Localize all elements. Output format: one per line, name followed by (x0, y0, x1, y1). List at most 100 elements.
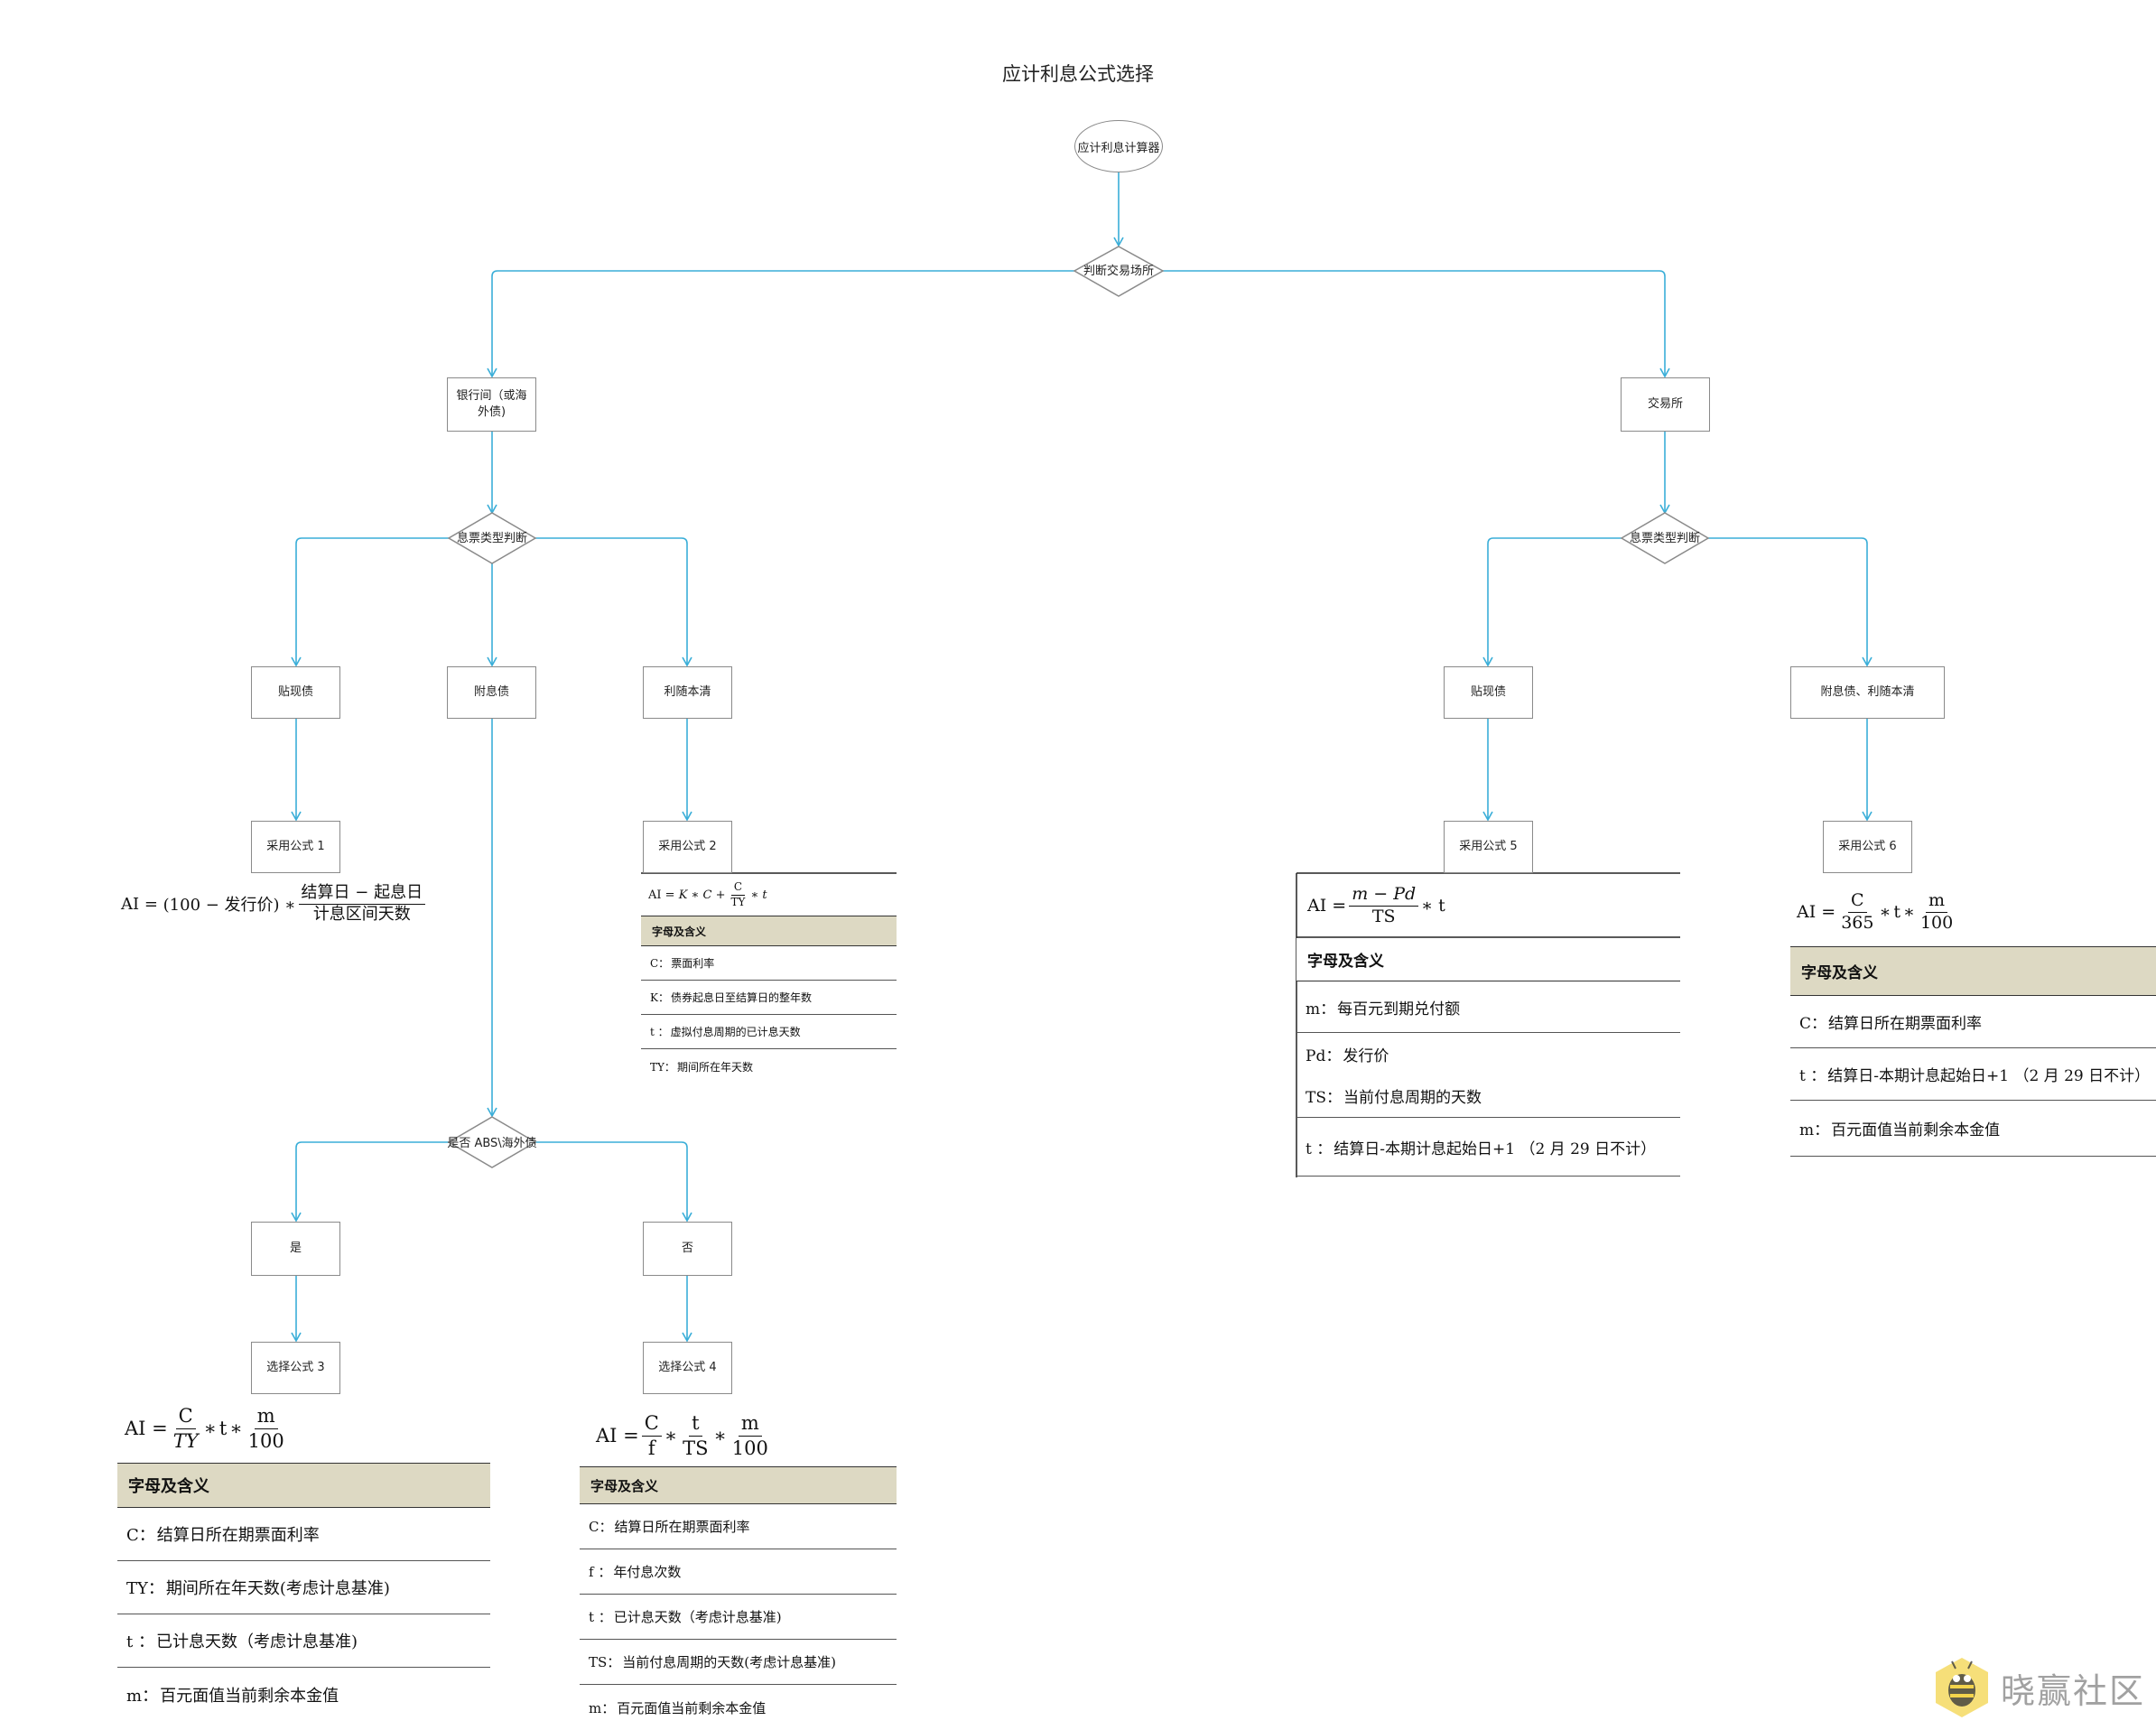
f2-key: TY： (650, 1060, 675, 1074)
f4-text: 结算日所在期票面利率 (614, 1519, 750, 1535)
f6-d1: 365 (1841, 912, 1874, 933)
f2-key: t ： (650, 1026, 669, 1038)
f5-text: 当前付息周期的天数 (1343, 1089, 1482, 1107)
f3-key: m： (126, 1686, 159, 1706)
f4-key: C： (589, 1519, 613, 1535)
f4-text: 已计息天数（考虑计息基准) (613, 1609, 782, 1625)
f6-text: 百元面值当前剩余本金值 (1831, 1121, 2001, 1139)
f3-text: 百元面值当前剩余本金值 (160, 1686, 339, 1706)
connector-type-to-principal (535, 537, 692, 667)
no-node: 否 (643, 1222, 732, 1276)
f2-legend-header: 字母及含义 (641, 916, 897, 946)
formula-1-expression: AI = (100 − 发行价) ∗ 结算日 − 起息日计息区间天数 (121, 876, 428, 932)
f2-k: K (678, 888, 688, 902)
f2-t: t (762, 888, 767, 902)
f2-legend-row: t ：虚拟付息周期的已计息天数 (641, 1015, 897, 1049)
f2-denominator: TY (730, 895, 746, 908)
f6-text: 结算日-本期计息起始日+1 （2 月 29 日不计） (1827, 1067, 2151, 1085)
f5-legend-row: Pd：发行价 (1296, 1033, 1680, 1074)
f6-n2: m (1926, 890, 1948, 913)
f2-numerator: C (730, 880, 746, 896)
f6-legend-row: t ：结算日-本期计息起始日+1 （2 月 29 日不计） (1790, 1048, 2156, 1101)
f4-legend-row: t ：已计息天数（考虑计息基准) (580, 1595, 897, 1640)
f5-denominator: TS (1371, 906, 1396, 926)
interbank-node: 银行间（或海外债) (447, 377, 536, 432)
f6-text: 结算日所在期票面利率 (1828, 1015, 1983, 1033)
f4-text: 当前付息周期的天数(考虑计息基准) (622, 1654, 836, 1670)
f5-legend-row: t ：结算日-本期计息起始日+1 （2 月 29 日不计） (1296, 1118, 1680, 1177)
f6-legend-header: 字母及含义 (1790, 946, 2156, 996)
f4-key: f ： (589, 1564, 612, 1580)
f4-n1: C (641, 1412, 662, 1437)
f6-key: C： (1799, 1015, 1827, 1033)
discount-bond-right-node: 贴现债 (1444, 666, 1533, 719)
f4-text: 百元面值当前剩余本金值 (617, 1699, 767, 1716)
f5-legend-row: m：每百元到期兑付额 (1296, 981, 1680, 1033)
discount-bond-left-node: 贴现债 (251, 666, 340, 719)
f4-key: m： (589, 1699, 616, 1716)
f3-key: t ： (126, 1632, 154, 1651)
diagram-title: 应计利息公式选择 (1002, 63, 1154, 85)
f3-n1: C (175, 1405, 196, 1429)
formula-5-legend: 字母及含义 m：每百元到期兑付额 Pd：发行价 TS：当前付息周期的天数 t ：… (1296, 938, 1680, 1177)
f3-n2: m (254, 1405, 278, 1429)
f3-legend-row: t ：已计息天数（考虑计息基准) (117, 1614, 490, 1668)
principal-bond-left-node: 利随本清 (643, 666, 732, 719)
formula-6-node: 采用公式 6 (1823, 821, 1912, 873)
f4-d3: 100 (731, 1437, 768, 1459)
f2-text: 虚拟付息周期的已计息天数 (670, 1026, 801, 1038)
f1-numerator: 结算日 − 起息日 (298, 883, 426, 905)
f3-legend-header: 字母及含义 (117, 1463, 490, 1508)
f4-d1: f (647, 1437, 655, 1459)
bond-type-left-label: 息票类型判断 (456, 531, 527, 545)
f4-key: TS： (589, 1654, 621, 1670)
formula-5-node: 采用公式 5 (1444, 821, 1533, 873)
connector-abs-to-no (535, 1141, 692, 1223)
f1-denominator: 计息区间天数 (312, 904, 411, 924)
abs-decision-diamond (447, 1116, 537, 1168)
f2-legend-row: C：票面利率 (641, 946, 897, 981)
f5-lhs: AI = (1307, 896, 1347, 916)
bond-type-left-diamond (447, 512, 537, 564)
f4-legend-row: m：百元面值当前剩余本金值 (580, 1685, 897, 1730)
f5-text: 每百元到期兑付额 (1337, 1000, 1461, 1018)
f5-legend-row: TS：当前付息周期的天数 (1296, 1074, 1680, 1118)
connector-type-to-discount (291, 537, 449, 667)
connector-type-to-coupon-right (1708, 537, 1873, 667)
f5-key: m： (1306, 1000, 1336, 1018)
exchange-decision-label: 判断交易场所 (1083, 264, 1154, 278)
f2-key: K： (650, 991, 669, 1004)
connector-to-exchange (1163, 270, 1670, 378)
connector-to-interbank (487, 270, 1074, 378)
f4-legend-row: C：结算日所在期票面利率 (580, 1504, 897, 1549)
f6-lhs: AI = (1797, 902, 1836, 922)
f6-key: m： (1799, 1121, 1830, 1139)
f3-d2: 100 (247, 1429, 284, 1452)
bond-type-right-diamond (1620, 512, 1710, 564)
f4-d2: TS (683, 1437, 709, 1459)
f4-n2: t (689, 1412, 702, 1437)
f4-text: 年付息次数 (613, 1564, 682, 1580)
f5-key: Pd： (1306, 1046, 1342, 1065)
f3-text: 期间所在年天数(考虑计息基准) (165, 1579, 390, 1598)
f3-t: t (218, 1418, 228, 1439)
f2-text: 债券起息日至结算日的整年数 (670, 991, 812, 1004)
f6-n1: C (1848, 890, 1867, 913)
f6-legend-row: m：百元面值当前剩余本金值 (1790, 1101, 2156, 1157)
f4-key: t ： (589, 1609, 612, 1625)
connector-type-to-discount-right (1482, 537, 1622, 667)
f2-key: C： (650, 957, 670, 970)
f5-key: t ： (1306, 1139, 1333, 1158)
f5-text: 结算日-本期计息起始日+1 （2 月 29 日不计） (1334, 1139, 1657, 1158)
watermark-text: 晓赢社区 (2001, 1670, 2146, 1711)
f6-legend-row: C：结算日所在期票面利率 (1790, 996, 2156, 1048)
f5-numerator: m − Pd (1349, 884, 1419, 907)
